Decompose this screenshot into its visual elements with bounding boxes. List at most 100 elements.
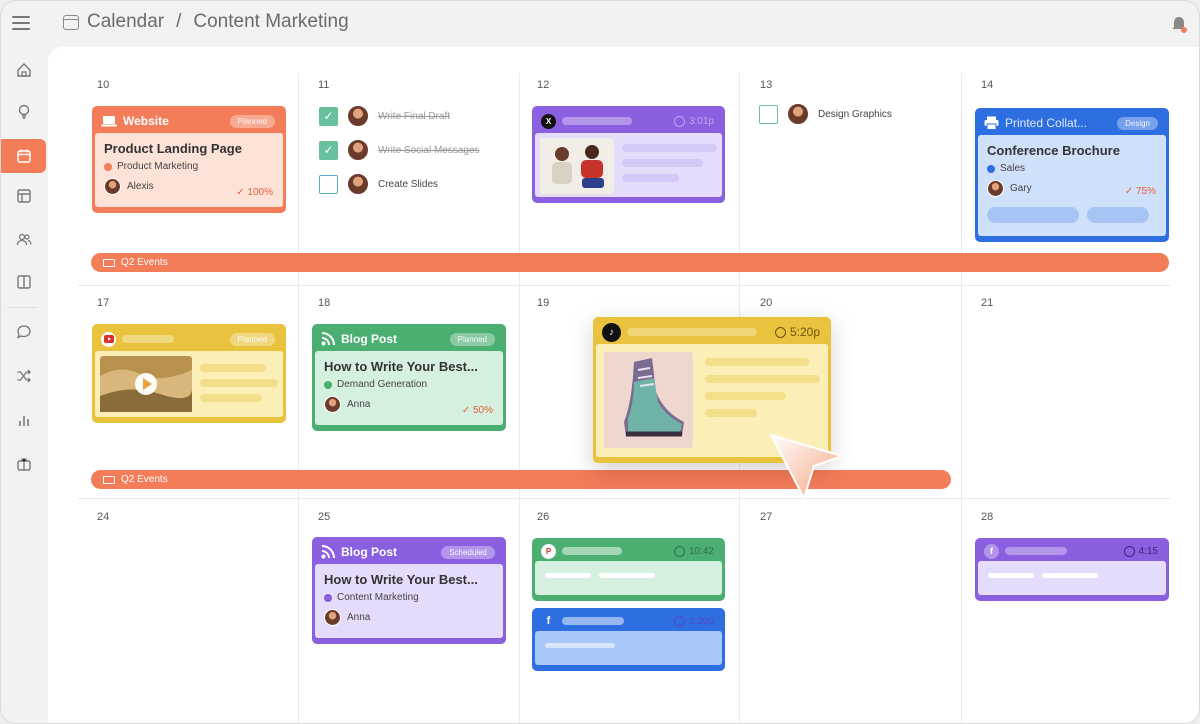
day-number: 12 <box>537 79 550 91</box>
clock-icon <box>673 545 685 557</box>
card-title: Product Landing Page <box>104 141 242 156</box>
printed-collateral-card[interactable]: Printed Collat... Design Conference Broc… <box>975 108 1169 242</box>
progress: ✓ 50% <box>461 405 493 416</box>
avatar <box>987 180 1004 197</box>
x-post-card[interactable]: X 3:01p <box>532 106 725 203</box>
status-badge: Planned <box>229 333 275 346</box>
card-header: Planned <box>95 327 283 351</box>
avatar <box>347 173 369 195</box>
card-tag: Content Marketing <box>324 592 494 603</box>
assignee: Alexis <box>104 178 274 195</box>
q2-events-bar[interactable]: Q2 Events <box>91 253 1169 272</box>
tiktok-card[interactable]: ♪ 5:20p <box>593 317 831 463</box>
card-body <box>535 561 722 595</box>
day-number: 19 <box>537 297 550 309</box>
q2-events-bar[interactable]: Q2 Events <box>91 470 951 489</box>
tag-label: Sales <box>1000 163 1026 174</box>
card-body: Conference Brochure Sales Gary ✓ 75% <box>978 135 1166 236</box>
layout-icon[interactable] <box>4 179 44 213</box>
card-header: Blog Post Planned <box>315 327 503 351</box>
youtube-card[interactable]: Planned <box>92 324 286 423</box>
time-value: 5:20p <box>789 325 820 339</box>
website-card[interactable]: Website Planned Product Landing Page Pro… <box>92 106 286 213</box>
checkbox-icon[interactable] <box>759 104 778 124</box>
top-bar: Calendar / Content Marketing <box>1 1 1199 47</box>
facebook-card[interactable]: f 4:15 <box>975 538 1169 601</box>
scheduled-time: 4:15 <box>1123 541 1158 561</box>
clock-icon <box>1123 545 1135 557</box>
pinterest-card[interactable]: P 10:42 <box>532 538 725 601</box>
task-item[interactable]: ✓ Write Final Draft <box>319 105 450 127</box>
avatar <box>787 103 809 125</box>
card-header: Website Planned <box>95 109 283 133</box>
day-number: 28 <box>981 511 994 523</box>
card-header: ♪ 5:20p <box>596 320 828 344</box>
x-icon: X <box>541 113 556 129</box>
clock-icon <box>673 615 685 627</box>
bell-icon[interactable] <box>1171 16 1187 34</box>
grid-line <box>78 285 1171 286</box>
people-icon[interactable] <box>4 223 44 257</box>
tiktok-icon: ♪ <box>602 322 621 342</box>
task-item[interactable]: Design Graphics <box>759 103 892 125</box>
task-item[interactable]: Create Slides <box>319 173 438 195</box>
card-type: Website <box>123 114 169 128</box>
task-item[interactable]: ✓ Write Social Messages <box>319 139 480 161</box>
chat-icon[interactable] <box>4 315 44 349</box>
time-value: 1:20p <box>688 615 714 627</box>
day-number: 27 <box>760 511 773 523</box>
placeholder-lines <box>705 352 820 449</box>
placeholder-lines <box>200 356 278 412</box>
clock-icon <box>774 326 786 338</box>
card-title: How to Write Your Best... <box>324 359 478 374</box>
checkbox-checked-icon[interactable]: ✓ <box>319 140 338 160</box>
progress-value: 50% <box>472 405 493 416</box>
status-badge: Design <box>1117 117 1158 130</box>
folder-icon <box>103 258 115 267</box>
checkbox-checked-icon[interactable]: ✓ <box>319 106 338 126</box>
sidebar <box>1 47 46 723</box>
task-label: Design Graphics <box>818 108 892 120</box>
blog-post-card[interactable]: Blog Post Scheduled How to Write Your Be… <box>312 537 506 644</box>
lightbulb-icon[interactable] <box>4 95 44 129</box>
avatar <box>347 105 369 127</box>
shoe-image <box>604 352 693 448</box>
bar-chart-icon[interactable] <box>4 403 44 437</box>
checkbox-icon[interactable] <box>319 174 338 194</box>
day-number: 25 <box>318 511 331 523</box>
tag-label: Content Marketing <box>337 592 419 603</box>
placeholder-bar <box>122 335 174 343</box>
facebook-card[interactable]: f 1:20p <box>532 608 725 671</box>
assignee-name: Anna <box>347 399 371 410</box>
breadcrumb-separator: / <box>176 11 182 32</box>
card-title: How to Write Your Best... <box>324 572 478 587</box>
columns-icon[interactable] <box>4 265 44 299</box>
placeholder-pills <box>987 207 1157 223</box>
placeholder-bar <box>562 117 632 125</box>
clock-icon <box>673 115 685 127</box>
grid-line <box>519 73 520 723</box>
shuffle-icon[interactable] <box>4 359 44 393</box>
card-header: Blog Post Scheduled <box>315 540 503 564</box>
card-header: X 3:01p <box>535 109 722 133</box>
day-number: 13 <box>760 79 773 91</box>
placeholder-bar <box>562 617 624 625</box>
hamburger-icon[interactable] <box>12 16 30 30</box>
breadcrumb-calendar[interactable]: Calendar <box>87 11 165 32</box>
briefcase-icon[interactable] <box>4 447 44 481</box>
card-tag: Demand Generation <box>324 379 494 390</box>
sidebar-divider <box>7 307 37 308</box>
card-header: P 10:42 <box>535 541 722 561</box>
blog-post-card[interactable]: Blog Post Planned How to Write Your Best… <box>312 324 506 431</box>
task-label: Write Social Messages <box>378 144 480 156</box>
card-title: Conference Brochure <box>987 143 1120 158</box>
pinterest-icon: P <box>541 543 556 559</box>
home-icon[interactable] <box>4 53 44 87</box>
card-body: How to Write Your Best... Demand Generat… <box>315 351 503 425</box>
event-label: Q2 Events <box>121 474 168 485</box>
day-number: 24 <box>97 511 110 523</box>
facebook-icon: f <box>984 543 999 559</box>
event-label: Q2 Events <box>121 257 168 268</box>
calendar-icon[interactable] <box>1 139 46 173</box>
